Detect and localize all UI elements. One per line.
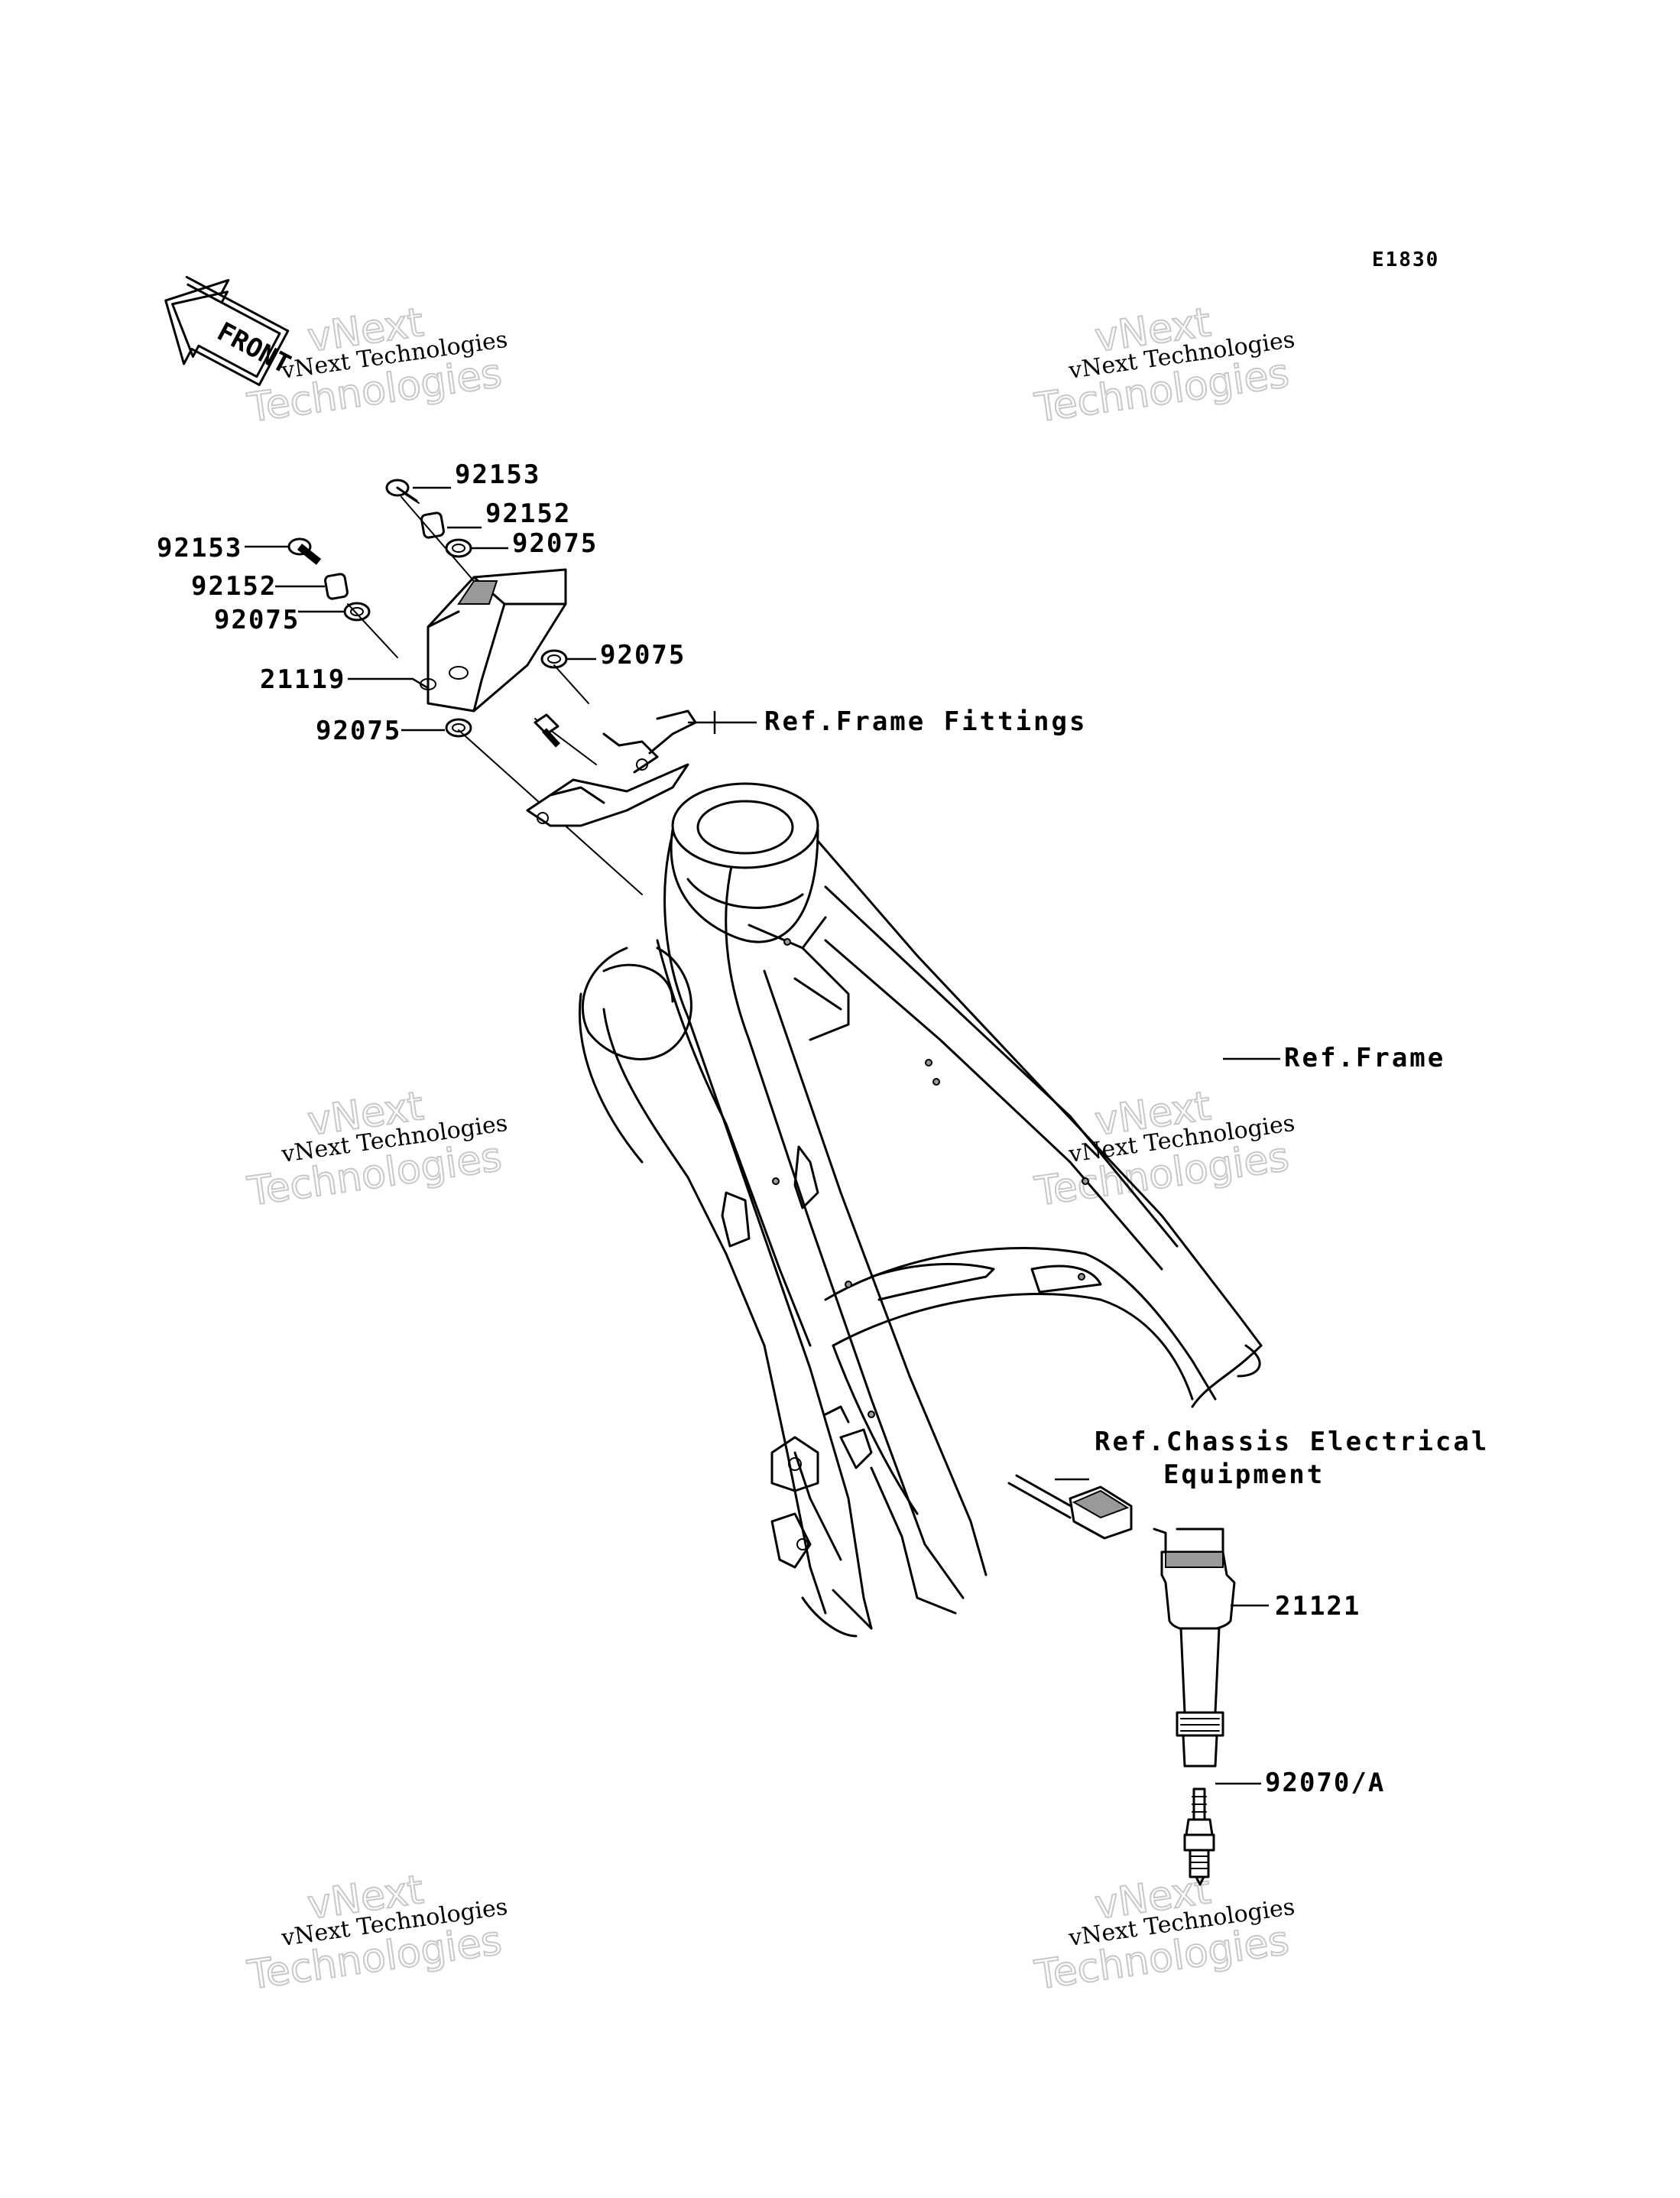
damper-icon (445, 718, 472, 738)
part-number-label: 21121 (1275, 1591, 1361, 1622)
watermark: vNext Technologies vNext Technologies (1031, 1866, 1296, 1999)
part-number-label: 92070/A (1265, 1768, 1385, 1798)
bolt-icon (385, 479, 420, 504)
part-number-label: 92152 (485, 498, 571, 529)
reference-label: Ref.Frame (1284, 1043, 1445, 1073)
watermark: vNext Technologies vNext Technologies (244, 1083, 509, 1216)
frame-drawing (579, 782, 1263, 1638)
spark-plug-part (1183, 1787, 1215, 1886)
part-number-label: 92153 (157, 533, 242, 563)
reference-label: Ref.Frame Fittings (764, 706, 1087, 737)
watermark: vNext Technologies vNext Technologies (1031, 1083, 1296, 1216)
diagram-code: E1830 (1372, 248, 1439, 271)
reference-label: Equipment (1163, 1459, 1325, 1490)
connector-icon (1007, 1474, 1133, 1540)
part-number-label: 92075 (214, 605, 300, 635)
damper-icon (540, 649, 568, 669)
part-number-label: 21119 (260, 664, 345, 695)
ignition-coil-part (1153, 1528, 1236, 1768)
ignition-bracket-part (420, 568, 567, 713)
reference-label: Ref.Chassis Electrical (1095, 1427, 1489, 1457)
part-number-label: 92153 (455, 459, 540, 490)
bolt-icon (287, 537, 322, 565)
frame-fitting-bracket (526, 709, 697, 827)
collar-icon (324, 573, 349, 600)
part-number-label: 92075 (512, 528, 598, 559)
watermark: vNext Technologies vNext Technologies (244, 1866, 509, 1999)
part-number-label: 92075 (600, 640, 686, 670)
part-number-label: 92075 (316, 716, 401, 746)
watermark: vNext Technologies vNext Technologies (1031, 299, 1296, 432)
part-number-label: 92152 (191, 571, 277, 602)
